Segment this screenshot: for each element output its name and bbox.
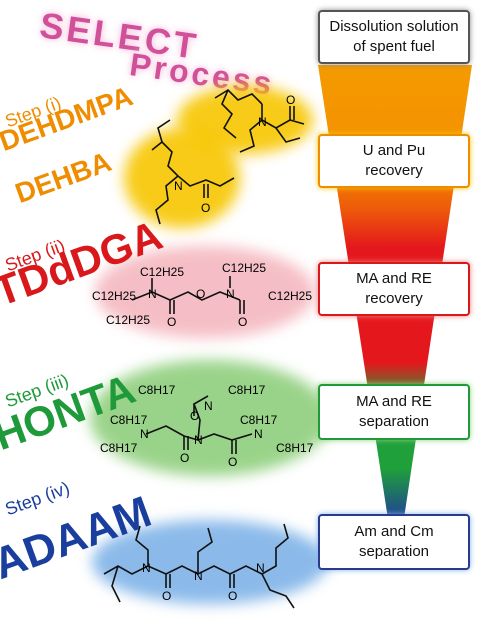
stage-u-pu-line2: recovery xyxy=(365,162,423,179)
honta-n-center: N xyxy=(194,433,203,447)
stage-dissolution-line1: Dissolution solution xyxy=(329,18,459,35)
stage-box-ma-re-separation: MA and RE separation xyxy=(318,384,470,440)
molecule-honta xyxy=(145,395,253,454)
honta-chain-4: C8H17 xyxy=(240,413,278,427)
molecule-tddga xyxy=(131,276,245,314)
stage-box-am-cm: Am and Cm separation xyxy=(318,514,470,570)
stage-ma-re-recovery-line2: recovery xyxy=(365,290,423,307)
stage-ma-re-recovery-line1: MA and RE xyxy=(356,270,432,287)
adaam-n3: N xyxy=(256,561,265,575)
honta-n-left: N xyxy=(140,427,149,441)
tddga-o1: O xyxy=(167,315,176,329)
stage-ma-re-separation-line2: separation xyxy=(358,413,430,430)
stage-am-cm-line1: Am and Cm xyxy=(354,523,434,540)
dehdmpa-o: O xyxy=(286,93,295,107)
stage-box-ma-re-recovery: MA and RE recovery xyxy=(318,262,470,316)
honta-o3: O xyxy=(190,409,199,423)
glow-step2 xyxy=(95,246,315,338)
honta-chain-1: C8H17 xyxy=(138,383,176,397)
tddga-n1: N xyxy=(148,287,157,301)
honta-chain-2: C8H17 xyxy=(228,383,266,397)
tddga-chain-5: C12H25 xyxy=(106,313,150,327)
adaam-n1: N xyxy=(142,561,151,575)
glow-step3 xyxy=(90,360,330,476)
tddga-chain-3: C12H25 xyxy=(92,289,136,303)
dehdmpa-n: N xyxy=(258,115,267,129)
stage-box-u-pu: U and Pu recovery xyxy=(318,134,470,188)
adaam-o1: O xyxy=(162,589,171,603)
honta-chain-5: C8H17 xyxy=(100,441,138,455)
adaam-n2: N xyxy=(194,569,203,583)
dehba-n: N xyxy=(174,179,183,193)
tddga-chain-2: C12H25 xyxy=(222,261,266,275)
tddga-chain-1: C12H25 xyxy=(140,265,184,279)
tddga-chain-4: C12H25 xyxy=(268,289,312,303)
tddga-o-ether: O xyxy=(196,287,205,301)
honta-o2: O xyxy=(228,455,237,469)
molecule-dehba xyxy=(151,119,235,225)
dehba-o: O xyxy=(201,201,210,215)
tddga-o2: O xyxy=(238,315,247,329)
molecule-dehdmpa xyxy=(214,88,305,153)
tddga-n2: N xyxy=(226,287,235,301)
glow-step4 xyxy=(92,520,328,604)
adaam-o2: O xyxy=(228,589,237,603)
molecule-adaam xyxy=(103,523,295,609)
stage-box-dissolution: Dissolution solution of spent fuel xyxy=(318,10,470,64)
honta-chain-3: C8H17 xyxy=(110,413,148,427)
stage-ma-re-separation-line1: MA and RE xyxy=(356,393,432,410)
honta-chain-6: C8H17 xyxy=(276,441,314,455)
stage-dissolution-line2: of spent fuel xyxy=(353,38,435,55)
honta-n-right: N xyxy=(254,427,263,441)
stage-am-cm-line2: separation xyxy=(358,543,430,560)
stage-u-pu-line1: U and Pu xyxy=(362,142,426,159)
glow-step1b xyxy=(124,128,240,228)
honta-n-top: N xyxy=(204,399,213,413)
honta-o1: O xyxy=(180,451,189,465)
